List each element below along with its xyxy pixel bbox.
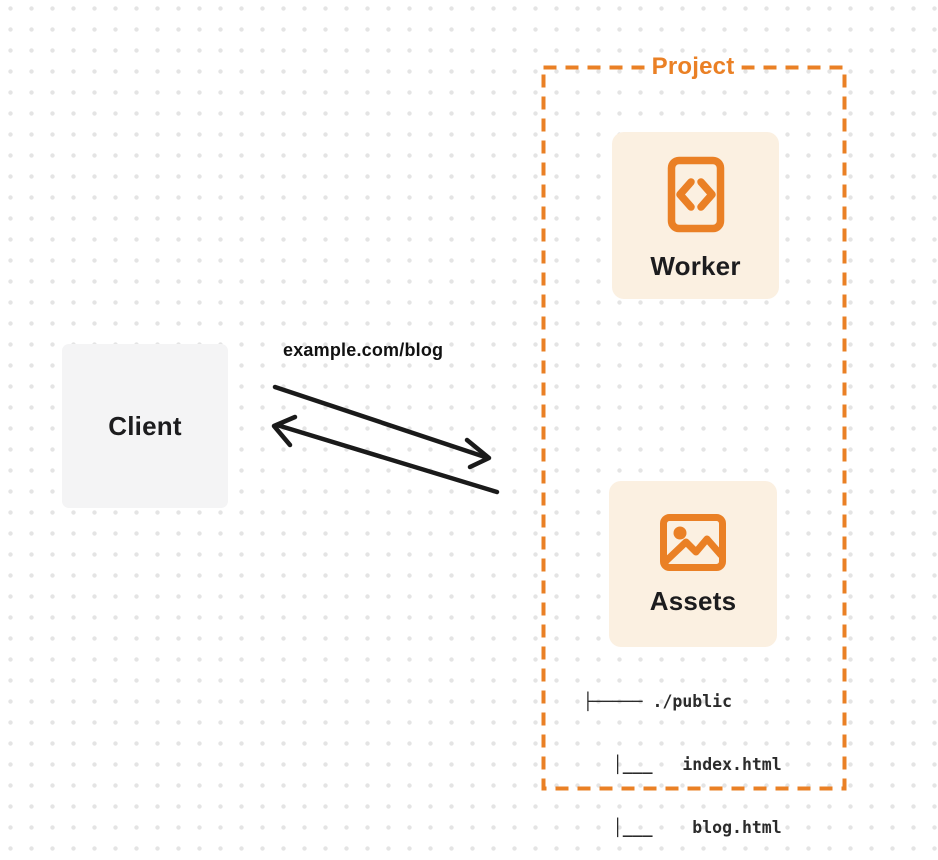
code-document-icon bbox=[667, 156, 724, 233]
file-tree-line-index: │___ index.html bbox=[583, 755, 782, 774]
worker-node: Worker bbox=[612, 132, 779, 299]
response-arrow-head bbox=[271, 414, 298, 448]
image-icon bbox=[660, 514, 726, 571]
worker-label: Worker bbox=[650, 251, 741, 281]
assets-node: Assets bbox=[609, 481, 777, 647]
request-arrow-shaft bbox=[272, 384, 491, 461]
file-tree-line-blog: │___ blog.html bbox=[583, 818, 782, 837]
request-arrow-head bbox=[464, 437, 492, 470]
request-url-label: example.com/blog bbox=[283, 340, 444, 360]
client-node: Client bbox=[62, 344, 228, 508]
client-label: Client bbox=[108, 410, 182, 441]
response-arrow-shaft bbox=[274, 422, 500, 495]
assets-file-tree: ├───── ./public │___ index.html │___ blo… bbox=[583, 649, 782, 860]
project-label: Project bbox=[644, 53, 742, 81]
file-tree-line-public: ├───── ./public bbox=[583, 692, 733, 711]
assets-label: Assets bbox=[649, 586, 737, 616]
